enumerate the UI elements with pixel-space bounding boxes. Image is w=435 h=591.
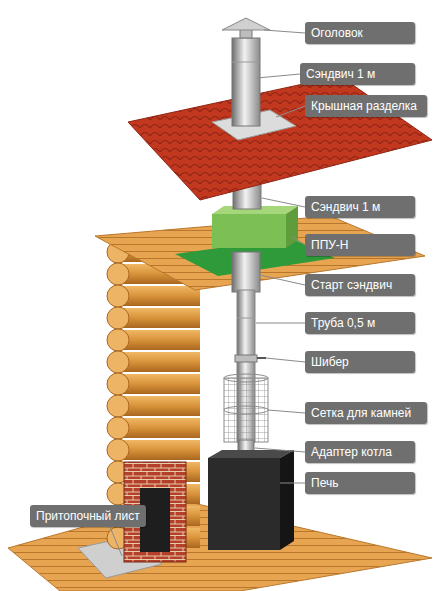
roof [128,76,432,200]
log-end [107,351,129,373]
callout-box: Старт сэндвич [305,274,415,296]
log [118,440,200,460]
stove-top [208,450,294,458]
insulation-box-side [286,206,298,248]
mesh-ring [224,406,268,414]
leader-line [262,198,305,207]
log [118,418,200,438]
callout-box: Сэндвич 1 м [305,196,415,218]
log-end [107,263,129,285]
log-end [107,417,129,439]
callout-text: Шибер [311,355,349,369]
mesh-ring [224,374,268,382]
leader-line [280,483,305,484]
leader-lines [110,30,305,556]
damper [235,355,257,362]
damper-handle [257,357,266,359]
log [118,374,200,394]
callout-box: Оголовок [305,22,415,44]
pipe-joint [232,62,260,63]
callout-text: Крышная разделка [311,99,417,113]
callout-box: Сэндвич 1 м [300,63,415,85]
log-end [107,307,129,329]
leader-line [257,74,300,78]
log [118,352,200,372]
leader-line [264,30,305,33]
leader-line [292,236,305,245]
log [118,286,200,306]
callout-text: Сэндвич 1 м [311,200,380,214]
callout-text: Труба 0,5 м [311,316,375,330]
callout-text: Сетка для камней [311,406,411,420]
callout-text: Оголовок [311,26,363,40]
callout-box: Шибер [305,351,415,373]
leader-line [255,448,305,452]
log-end [107,395,129,417]
callout-box: Адаптер котла [305,441,415,463]
leader-line [266,358,305,362]
insulation-box [212,214,286,248]
callout-box: Труба 0,5 м [305,312,415,334]
callout-text: ППУ-Н [311,238,349,252]
callout-box: Сетка для камней [305,402,427,424]
log-end [107,373,129,395]
log [118,308,200,328]
callout-box: ППУ-Н [305,234,415,256]
leader-line [276,106,305,117]
log-end [107,329,129,351]
log [118,396,200,416]
callout-text: Притопочный лист [36,509,140,523]
sandwich-pipe [232,38,260,126]
callout-box: Притопочный лист [30,505,146,527]
start-sandwich [232,252,260,292]
pipe-joint [237,318,255,319]
chimney-cap [222,18,270,30]
stone-mesh [224,378,268,442]
stove-front [208,458,280,550]
leader-line [260,275,305,285]
stove-side [280,450,294,550]
callout-text: Сэндвич 1 м [306,67,375,81]
callout-box: Печь [305,472,415,494]
callout-text: Печь [311,476,338,490]
callout-text: Адаптер котла [311,445,392,459]
callout-text: Старт сэндвич [311,278,392,292]
callout-box: Крышная разделка [305,95,427,117]
log [118,330,200,350]
leader-line [110,527,122,556]
log-end [107,439,129,461]
leader-line [256,323,305,324]
log-end [107,285,129,307]
leader-line [268,410,305,413]
